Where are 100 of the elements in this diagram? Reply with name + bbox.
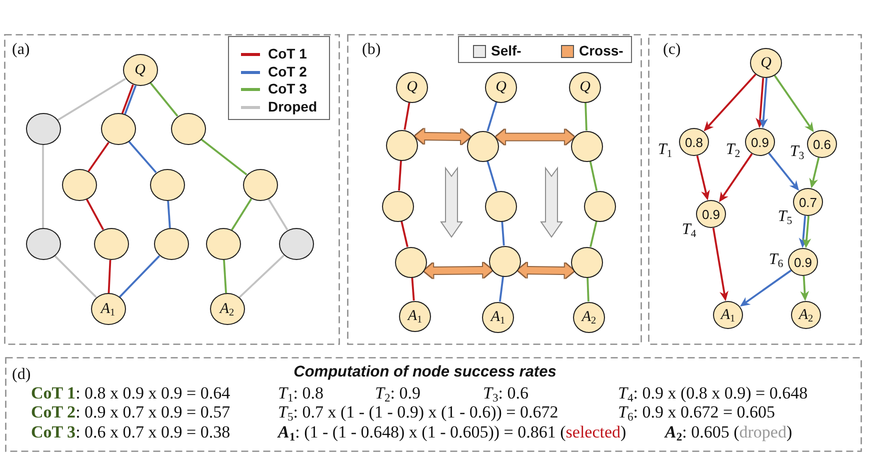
graph-node [154,228,188,260]
connector-line [404,102,410,130]
connector-line [124,85,137,115]
panel-title: Computation of node success rates [294,363,556,381]
graph-node [745,128,775,156]
arrow [759,78,768,128]
graph-node [569,72,601,102]
arrow [798,216,808,248]
connector-line [167,200,171,228]
node-label: A$_{2}$ [582,310,596,324]
graph-node [584,190,616,222]
connector-line [108,260,112,294]
connector-line [400,220,408,248]
node-caption: T$_{4}$ [682,221,696,239]
arrow [774,75,814,132]
graph-node [485,190,517,222]
connector-line [398,160,402,191]
connector-line [88,142,110,172]
connector-line [118,255,160,298]
connector-line [42,145,44,228]
double-block-arrow [424,262,492,278]
panel-label: (c) [663,41,681,59]
connector-line [238,254,284,298]
legend-label: CoT 3 [268,81,307,97]
connector-line [486,160,498,192]
graph-node [571,246,603,278]
block-arrow-shape [540,168,562,237]
panel-label: (d) [12,366,31,384]
graph-node [122,54,158,86]
graph-node [170,113,206,145]
legend-label: Droped [268,99,317,115]
connector-line [586,277,590,302]
graph-node [62,169,96,201]
formula: T$_{3}$: 0.6 [483,384,528,404]
graph-node [489,246,521,276]
node-label: 0.8 [684,136,704,148]
graph-node [386,130,418,160]
connector-line [121,84,134,114]
graph-node [467,130,499,162]
graph-node [485,72,517,102]
node-caption: T$_{6}$ [768,251,784,269]
node-label: 0.9 [702,208,720,220]
connector-line [498,276,504,302]
formula: T$_{2}$: 0.9 [375,384,420,404]
graph-node [26,228,60,260]
node-label: A$_{1}$ [720,308,736,322]
graph-node [750,48,782,78]
node-label: Q [496,80,506,94]
connector-line [501,221,505,246]
arrow [712,228,728,302]
graph-node [150,169,184,201]
double-block-arrow [518,262,574,278]
graph-node [696,200,726,228]
connector-line [411,277,415,301]
graph-node [807,130,837,158]
connector-line [57,78,126,121]
graph-node [26,113,60,145]
connector-line [584,102,588,131]
node-label: A$_{2}$ [220,302,234,316]
graph-node [382,190,414,222]
graph-node [395,246,427,278]
panel-label: (a) [12,41,30,59]
formula: CoT 3: 0.6 x 0.7 x 0.9 = 0.38 [31,424,230,442]
node-label: 0.7 [798,196,818,208]
node-label: 0.6 [812,138,832,150]
arrow [696,155,710,200]
graph-node [788,248,818,276]
arrow [768,152,800,191]
graph-node [210,293,244,325]
connector-line [86,198,104,230]
connector-line [590,220,598,248]
formula: CoT 1: 0.8 x 0.9 x 0.9 = 0.64 [31,384,230,404]
formula: A$_{1}$: (1 - (1 - 0.648) x (1 - 0.605)) = 0.861 (selected) [278,424,626,442]
dashed-panel [648,34,862,345]
arrow [704,74,756,132]
graph-node [206,228,240,260]
arrow [740,270,792,307]
node-label: Q [406,80,418,94]
connector-line [589,160,598,192]
graph-node [278,228,314,260]
node-label: Q [134,62,146,78]
legend-label: Cross- [579,43,624,59]
graph-node [573,302,605,332]
graph-node [571,130,603,162]
connector-line [54,255,97,298]
connector-line [223,260,227,294]
graph-node [713,301,743,329]
graph-node [90,293,126,325]
graph-node [679,128,709,156]
graph-node [242,169,278,201]
graph-node [791,301,821,329]
connector-line [230,198,252,231]
graph-node [396,72,428,102]
arrow [719,153,753,202]
node-label: A$_{1}$ [490,310,506,324]
node-label: Q [760,56,772,70]
node-caption: T$_{5}$ [778,208,792,226]
formula: T$_{6}$: 0.9 x 0.672 = 0.605 [618,404,776,422]
arrow [809,157,820,188]
connector-line [486,102,498,132]
